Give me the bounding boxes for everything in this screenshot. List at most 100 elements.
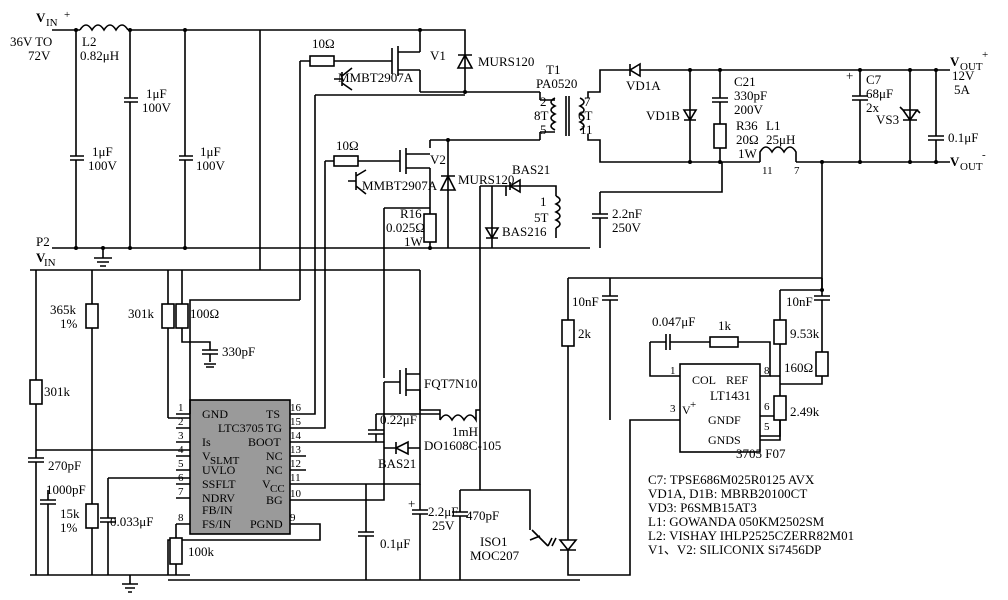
svg-text:15k: 15k: [60, 506, 80, 521]
r1k: [709, 336, 739, 348]
svg-text:FQT7N10: FQT7N10: [424, 376, 477, 391]
cin1-voltage: 100V: [88, 158, 118, 173]
svg-text:2.2μF: 2.2μF: [428, 504, 458, 519]
svg-text:100Ω: 100Ω: [190, 306, 219, 321]
r16-ref: R16: [400, 206, 422, 221]
svg-text:20Ω: 20Ω: [736, 132, 759, 147]
svg-text:25V: 25V: [432, 518, 455, 533]
svg-text:0.047μF: 0.047μF: [652, 314, 695, 329]
svg-text:DO1608C-105: DO1608C-105: [424, 438, 501, 453]
svg-text:330pF: 330pF: [734, 88, 767, 103]
svg-text:ISO1: ISO1: [480, 534, 507, 549]
svg-text:1mH: 1mH: [452, 424, 478, 439]
svg-text:NC: NC: [266, 449, 283, 463]
svg-text:NC: NC: [266, 463, 283, 477]
svg-text:+: +: [846, 68, 853, 83]
l2-ref: L2: [82, 34, 96, 49]
mmbt-top: MMBT2907A: [338, 70, 414, 85]
vin-plus-sub: IN: [46, 17, 58, 29]
cin1-value: 1μF: [92, 144, 113, 159]
svg-text:V: V: [202, 449, 211, 463]
r249k: [773, 395, 787, 421]
svg-text:8: 8: [178, 512, 184, 524]
svg-text:-: -: [982, 149, 986, 161]
t1-part: PA0520: [536, 76, 577, 91]
svg-text:GNDF: GNDF: [708, 413, 741, 427]
svg-text:FS/IN: FS/IN: [202, 517, 232, 531]
cin2-voltage: 100V: [142, 100, 172, 115]
cin2-value: 1μF: [146, 86, 167, 101]
part-l2: L2: VISHAY IHLP2525CZERR82M01: [648, 528, 854, 543]
r36-resistor: [713, 123, 727, 149]
svg-text:16: 16: [290, 402, 302, 414]
svg-text:3705 F07: 3705 F07: [736, 446, 786, 461]
svg-text:2.49k: 2.49k: [790, 404, 820, 419]
svg-text:15: 15: [290, 416, 302, 428]
svg-text:V: V: [262, 477, 271, 491]
svg-text:9: 9: [290, 512, 296, 524]
svg-text:7: 7: [584, 94, 591, 109]
svg-text:+: +: [690, 399, 696, 411]
svg-text:250V: 250V: [612, 220, 642, 235]
svg-text:V: V: [950, 54, 960, 69]
opto-transistor: [529, 529, 549, 547]
vin-minus-sub: IN: [44, 257, 56, 269]
r365k: [85, 303, 99, 329]
svg-text:9.53k: 9.53k: [790, 326, 820, 341]
svg-text:5: 5: [540, 122, 547, 137]
svg-text:25μH: 25μH: [766, 132, 795, 147]
svg-text:+: +: [64, 9, 70, 21]
svg-text:100k: 100k: [188, 544, 215, 559]
svg-text:VS3: VS3: [876, 112, 899, 127]
svg-text:BAS21: BAS21: [378, 456, 416, 471]
vin-max: 72V: [28, 48, 51, 63]
p2-label: P2: [36, 234, 50, 249]
t1-secondary: [578, 97, 585, 131]
svg-text:12: 12: [290, 458, 301, 470]
svg-text:0.033μF: 0.033μF: [110, 514, 153, 529]
svg-text:2: 2: [540, 94, 547, 109]
svg-text:CC: CC: [270, 483, 285, 495]
svg-text:5A: 5A: [954, 82, 971, 97]
v1-label: V1: [430, 48, 446, 63]
svg-text:FB/IN: FB/IN: [202, 503, 233, 517]
svg-text:MOC207: MOC207: [470, 548, 520, 563]
svg-text:10: 10: [290, 488, 302, 500]
svg-text:BOOT: BOOT: [248, 435, 281, 449]
vd1b-label: VD1B: [646, 108, 680, 123]
r953k: [773, 319, 787, 345]
svg-text:SLMT: SLMT: [210, 455, 240, 467]
svg-text:C21: C21: [734, 74, 756, 89]
vin-minus-label: V: [36, 250, 46, 265]
murs120-top: MURS120: [478, 54, 534, 69]
svg-text:V: V: [682, 403, 691, 417]
inductor-1mh: [439, 409, 480, 423]
vin-plus-label: V: [36, 10, 46, 25]
svg-text:10nF: 10nF: [572, 294, 599, 309]
svg-text:Is: Is: [202, 435, 211, 449]
svg-text:TG: TG: [266, 421, 282, 435]
svg-text:GND: GND: [202, 407, 228, 421]
svg-text:OUT: OUT: [960, 61, 983, 73]
vd1a-label: VD1A: [626, 78, 661, 93]
part-vd3: VD3: P6SMB15AT3: [648, 500, 757, 515]
svg-text:UVLO: UVLO: [202, 463, 236, 477]
svg-text:301k: 301k: [128, 306, 155, 321]
svg-text:5: 5: [178, 458, 184, 470]
svg-text:2: 2: [178, 416, 184, 428]
svg-text:160Ω: 160Ω: [784, 360, 813, 375]
svg-text:3: 3: [178, 430, 184, 442]
svg-text:7: 7: [178, 486, 184, 498]
lt1431-ic: [679, 363, 761, 453]
murs120-bot: MURS120: [458, 172, 514, 187]
svg-text:1000pF: 1000pF: [46, 482, 86, 497]
svg-text:4: 4: [178, 444, 184, 456]
r16-resistor: [423, 213, 437, 243]
svg-text:0.22μF: 0.22μF: [380, 412, 417, 427]
part-v1v2: V1、V2: SILICONIX Si7456DP: [648, 542, 821, 557]
svg-text:11: 11: [580, 122, 593, 137]
vin-range: 36V TO: [10, 34, 52, 49]
svg-text:12V: 12V: [952, 68, 975, 83]
part-c7: C7: TPSE686M025R0125 AVX: [648, 472, 815, 487]
